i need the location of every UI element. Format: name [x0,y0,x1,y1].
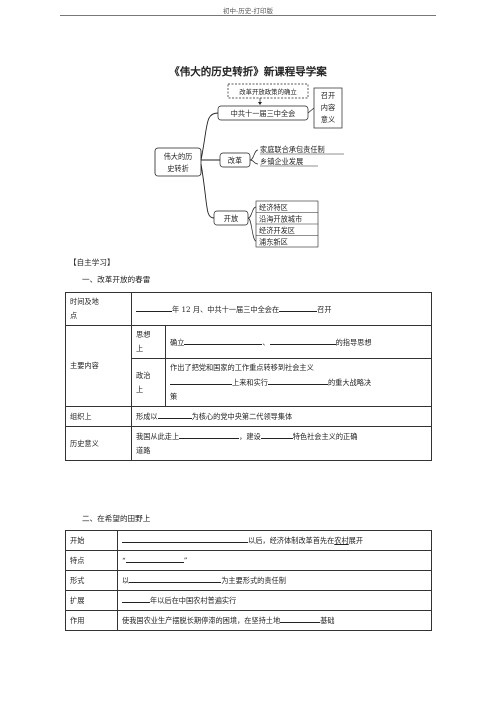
dashed-box [227,83,309,99]
branch2-item-1: 乡镇企业发展 [260,157,303,166]
row-cell-effect: 使我国农业生产摆脱长期停滞的困境，在坚持土地基础 [117,610,432,631]
fill-blank[interactable] [122,533,248,543]
table-row: 历史意义 我国从此走上，建设特色社会主义的正确 道路 [65,426,432,461]
row-cell-ideology: 确立、的指导思想 [165,325,432,359]
table-row: 扩展 年以后在中国农村普遍实行 [65,590,432,611]
branch2-label: 改革 [228,156,242,165]
branch3-item-0: 经济特区 [259,203,288,212]
row-label-ideology: 思想上 [131,325,166,359]
document-title: 《伟大的历史转折》新课程导学案 [169,66,327,78]
center-line-2: 史转折 [167,164,189,173]
table-row: 开始 以后，经济体制改革首先在农村展开 [65,530,432,551]
row-label-politics: 政治上 [131,358,166,407]
fill-blank[interactable] [184,335,263,345]
row-cell-start: 以后，经济体制改革首先在农村展开 [117,530,432,551]
fill-blank[interactable] [280,613,321,623]
row-cell-significance: 我国从此走上，建设特色社会主义的正确 道路 [131,426,432,461]
row-cell-expand: 年以后在中国农村普遍实行 [117,590,432,611]
fill-blank[interactable] [260,429,293,439]
branch3-label: 开放 [224,214,238,223]
mindmap-top-label: 改革开放政策的确立 [239,87,297,96]
row-label-feature: 特点 [65,550,118,571]
table-row: 特点 “” [65,550,432,571]
table-row: 时间及地点 年 12 月、中共十一届三中全会在召开 [65,292,432,326]
section2-table: 开始 以后，经济体制改革首先在农村展开 特点 “” 形式 以为主要形式的责任制 … [65,530,432,631]
row-cell-feature: “” [117,550,432,571]
section1-heading: 一、改革开放的春雷 [82,275,151,284]
row-label-form: 形式 [65,570,118,591]
branch2-item-0: 家庭联合承包责任制 [260,145,325,154]
branch1-sub-2: 意义 [321,115,335,124]
page-header: 初中-历史-打印版 [223,7,273,15]
fill-blank[interactable] [136,302,172,312]
branch1-label: 中共十一届三中全会 [231,109,296,118]
row-label-start: 开始 [65,530,118,551]
section2-heading: 二、在希望的田野上 [82,514,151,523]
row-label-significance: 历史意义 [65,426,132,461]
fill-blank[interactable] [170,375,232,385]
mind-map-diagram: 改革开放政策的确立 中共十一届三中全会 召开 内容 意义 伟大的历 史转折 改革… [154,83,344,248]
fill-blank[interactable] [125,553,184,563]
header-divider [60,15,436,16]
branch3-item-3: 浦东新区 [259,238,288,247]
branch3-item-1: 沿海开放城市 [259,215,302,224]
fill-blank[interactable] [267,375,328,385]
section1-table: 时间及地点 年 12 月、中共十一届三中全会在召开 主要内容 思想上 确立、的指… [65,292,432,461]
branch1-sub-0: 召开 [321,91,335,100]
row-cell-time-place: 年 12 月、中共十一届三中全会在召开 [131,292,432,326]
self-study-heading: 【自主学习】 [69,258,115,267]
fill-blank[interactable] [269,335,336,345]
fill-blank[interactable] [157,409,192,419]
row-label-time-place: 时间及地点 [65,292,132,326]
row-cell-form: 以为主要形式的责任制 [117,570,432,591]
center-line-1: 伟大的历 [164,152,193,161]
row-label-effect: 作用 [65,610,118,631]
center-box [154,147,202,177]
fill-blank[interactable] [122,593,150,603]
row-label-main-content: 主要内容 [65,325,132,407]
branch3-item-2: 经济开发区 [259,226,295,235]
row-cell-organization: 形成以为核心的党中央第二代领导集体 [131,406,432,427]
fill-blank[interactable] [179,429,240,439]
row-cell-politics: 作出了把党和国家的工作重点转移到社会主义 上来和实行的重大战略决 策 [165,358,432,407]
table-row: 主要内容 思想上 确立、的指导思想 [65,325,432,407]
table-row: 组织上 形成以为核心的党中央第二代领导集体 [65,406,432,427]
branch1-sub-1: 内容 [321,103,335,112]
row-label-organization: 组织上 [65,406,132,427]
table-row: 形式 以为主要形式的责任制 [65,570,432,591]
row-label-expand: 扩展 [65,590,118,611]
table-row: 作用 使我国农业生产摆脱长期停滞的困境，在坚持土地基础 [65,610,432,631]
fill-blank[interactable] [279,302,318,312]
fill-blank[interactable] [129,573,222,583]
